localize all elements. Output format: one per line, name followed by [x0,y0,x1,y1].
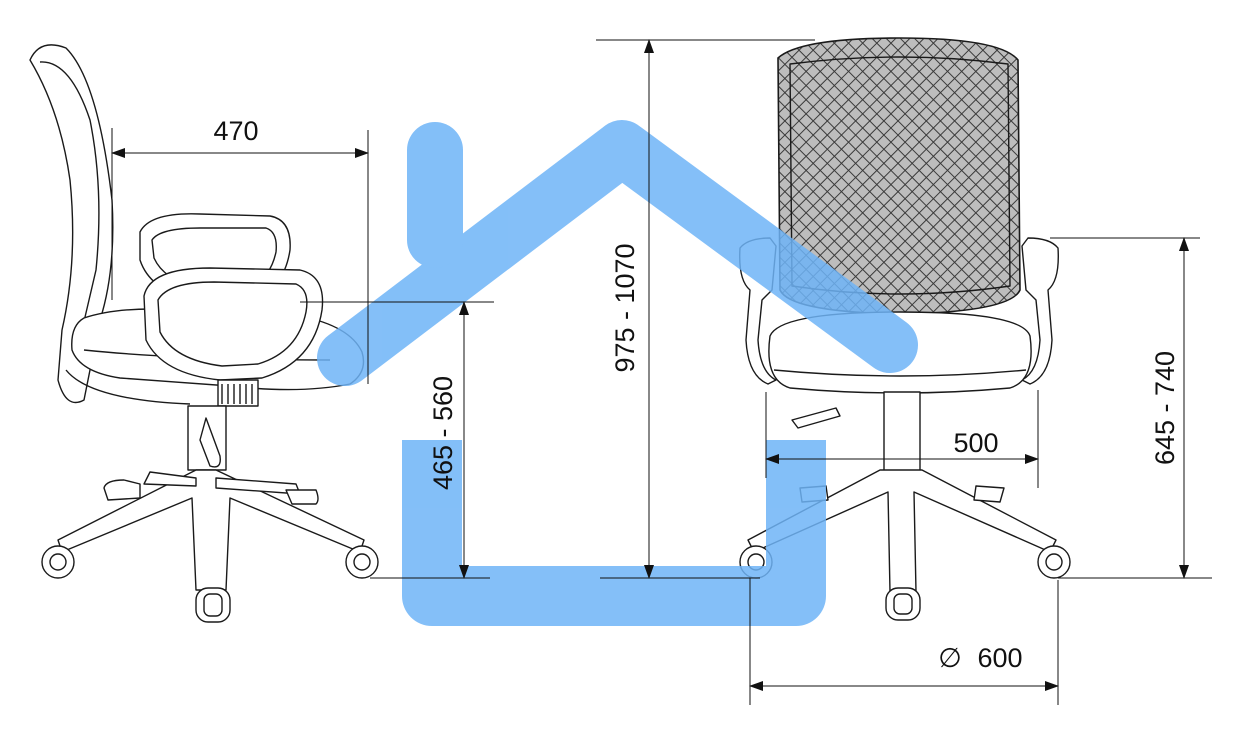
label-seat-height: 465 - 560 [428,376,458,490]
label-armrest-height: 645 - 740 [1150,351,1180,465]
side-armrest-front [143,267,324,381]
diameter-symbol-icon: ∅ [938,643,962,673]
label-total-height: 975 - 1070 [610,243,640,372]
house-icon [317,120,918,626]
label-seat-width: 500 [953,428,998,458]
front-gas-lift [883,391,921,475]
label-base-diameter: 600 [977,643,1022,673]
label-seat-depth: 470 [213,116,258,146]
dimension-lines [111,39,1212,705]
side-view-chair [29,44,379,623]
